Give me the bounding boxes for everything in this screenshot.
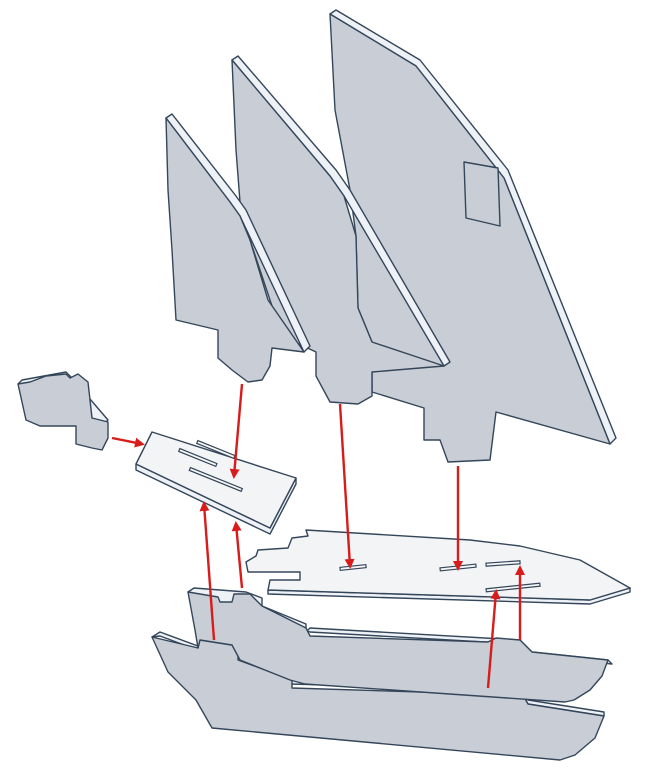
- deck-slot: [485, 560, 521, 567]
- sail-front: [165, 113, 311, 383]
- assembly-arrows: [111, 383, 525, 689]
- sail-rear: [329, 9, 617, 463]
- small-deck: [135, 431, 297, 535]
- arrow-lower-hull-to-main-deck: [486, 589, 501, 689]
- arrow-upper-hull-to-small-deck: [231, 521, 244, 589]
- hull-upper: [187, 587, 613, 703]
- arrow-lower-hull-to-small-deck: [199, 501, 216, 641]
- arrow-front-sail-to-small-deck: [229, 383, 244, 479]
- arrow-middle-sail-to-main-deck: [338, 403, 355, 569]
- main-deck: [245, 529, 631, 605]
- arrow-flag-to-small-deck: [111, 436, 145, 448]
- flag: [17, 371, 109, 451]
- deck-slot: [177, 447, 218, 468]
- deck-slot: [188, 466, 244, 493]
- deck-slot: [195, 439, 236, 460]
- sail-middle: [231, 55, 451, 405]
